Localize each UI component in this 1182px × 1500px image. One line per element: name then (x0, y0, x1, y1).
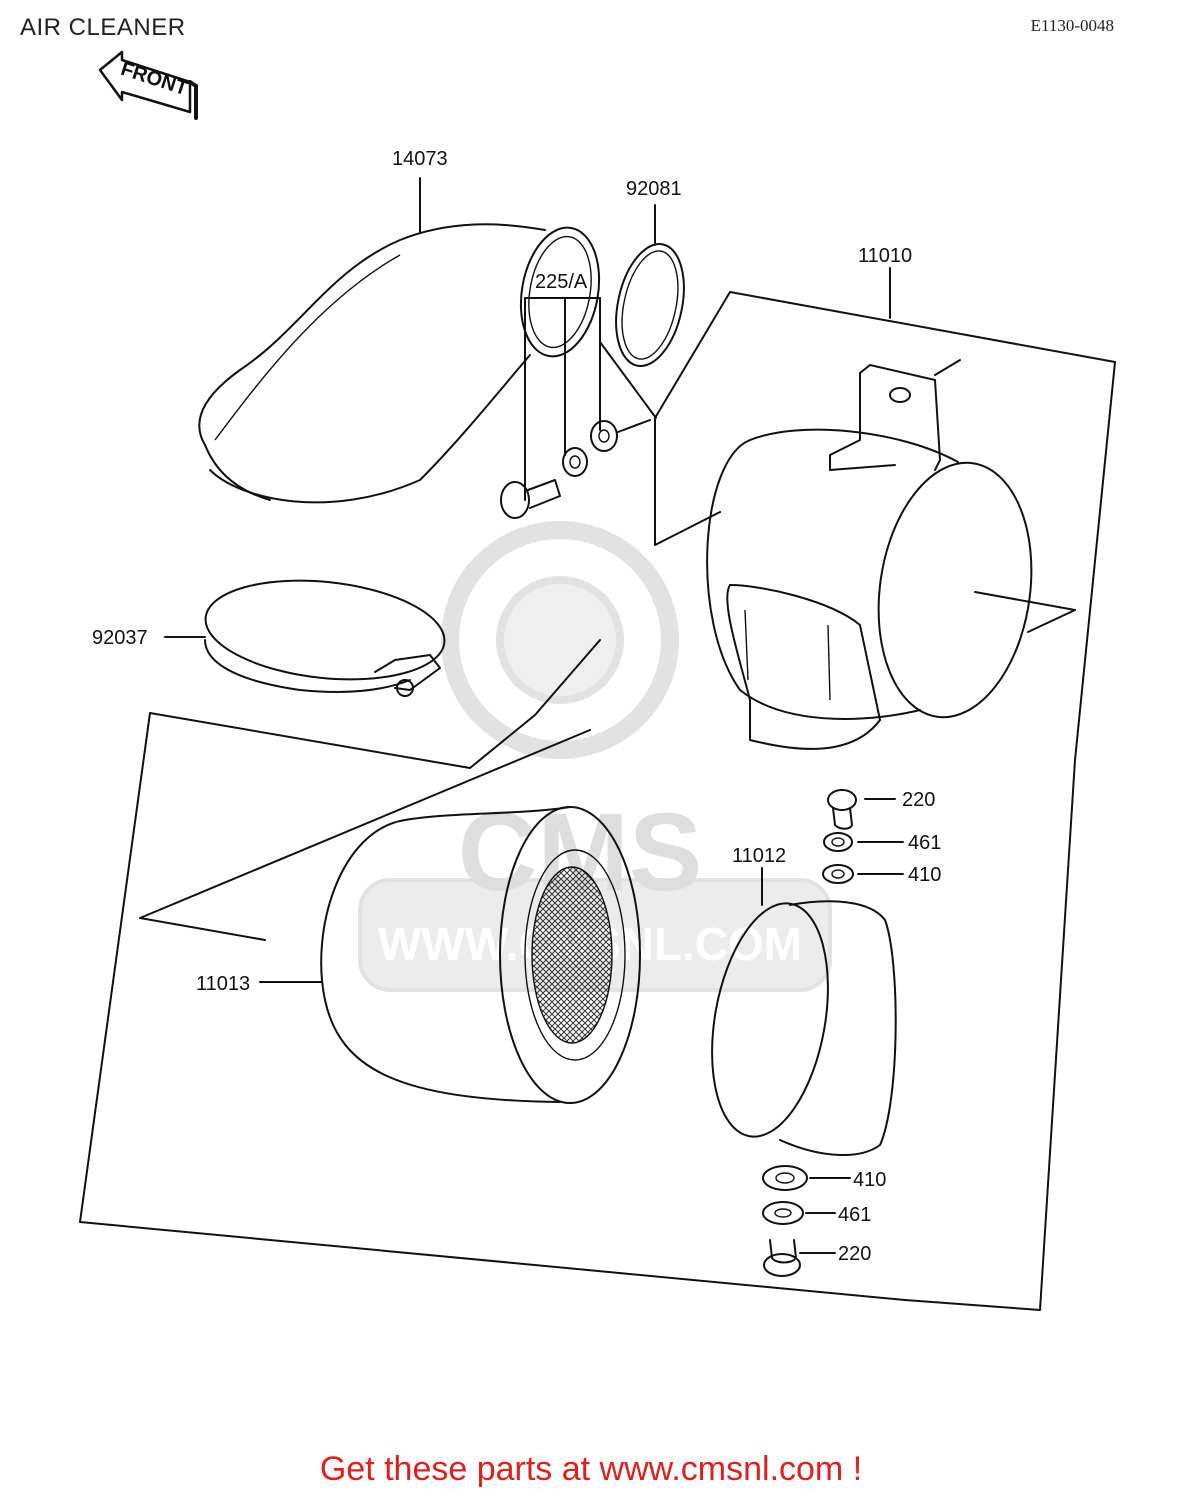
part-label-92037: 92037 (92, 627, 148, 649)
part-label-461-lower: 461 (838, 1204, 871, 1226)
part-label-225A: 225/A (535, 271, 588, 293)
part-label-14073: 14073 (392, 148, 448, 170)
end-cover-11012: 11012 (711, 845, 897, 1157)
filter-element-11013: 11013 (196, 806, 641, 1104)
part-label-11010: 11010 (858, 245, 912, 267)
diagram-code: E1130-0048 (1030, 16, 1114, 35)
upper-hardware: 220 461 410 (822, 789, 941, 886)
hose-clamp-92037: 92037 (92, 579, 446, 697)
part-label-220-upper: 220 (902, 789, 935, 811)
footer-cta-link[interactable]: Get these parts at www.cmsnl.com ! (319, 1450, 863, 1488)
case-frame-11010: 11010 (599, 245, 1116, 1311)
part-label-92081: 92081 (626, 178, 682, 200)
air-cleaner-housing (706, 359, 1076, 750)
page-title: AIR CLEANER (20, 14, 186, 41)
part-label-11013: 11013 (196, 973, 250, 995)
part-label-220-lower: 220 (838, 1243, 871, 1265)
bolt-set-225A: 225/A (500, 271, 651, 519)
part-label-461-upper: 461 (908, 832, 941, 854)
part-label-410-upper: 410 (908, 864, 941, 886)
lower-hardware: 410 461 220 (762, 1165, 886, 1277)
gasket-92081: 92081 (615, 178, 685, 368)
element-frame (79, 639, 906, 1301)
part-label-11012: 11012 (732, 845, 786, 867)
front-arrow-icon: FRONT (98, 50, 198, 120)
intake-duct-14073: 14073 (198, 148, 601, 504)
part-label-410-lower: 410 (853, 1169, 886, 1191)
